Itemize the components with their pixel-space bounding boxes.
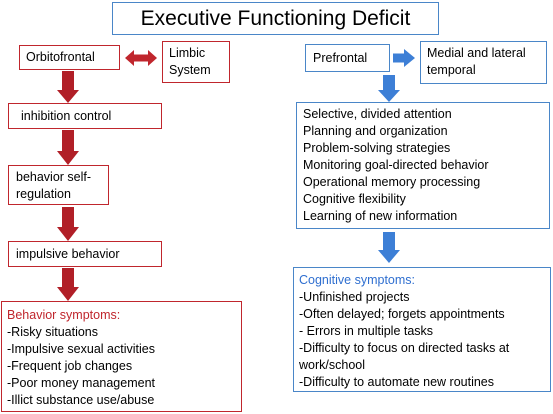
cognitive-symptom-item: -Often delayed; forgets appointments	[299, 307, 505, 321]
function-item: Problem-solving strategies	[303, 141, 451, 155]
behavior-symptoms-box: Behavior symptoms: -Risky situations -Im…	[1, 301, 242, 412]
orbitofrontal-label: Orbitofrontal	[26, 50, 95, 64]
behavior-symptom-item: -Frequent job changes	[7, 359, 133, 373]
self-regulation-line-2: regulation	[16, 187, 71, 201]
down-arrow-icon	[57, 130, 79, 165]
prefrontal-label: Prefrontal	[313, 51, 368, 65]
self-regulation-line-1: behavior self-	[16, 170, 92, 184]
behavior-symptom-item: -Impulsive sexual activities	[7, 342, 155, 356]
function-item: Cognitive flexibility	[303, 192, 406, 206]
cognitive-symptom-item: work/school	[299, 358, 365, 372]
limbic-system-box: Limbic System	[162, 41, 230, 83]
behavior-symptom-item: -Illict substance use/abuse	[7, 393, 155, 407]
cognitive-symptom-item: -Difficulty to automate new routines	[299, 375, 495, 389]
function-item: Operational memory processing	[303, 175, 481, 189]
behavior-symptom-item: -Poor money management	[7, 376, 155, 390]
inhibition-control-box: inhibition control	[8, 103, 162, 129]
down-arrow-icon	[57, 71, 79, 103]
temporal-label-line-2: temporal	[427, 63, 476, 77]
medial-lateral-temporal-box: Medial and lateral temporal	[420, 41, 547, 84]
function-item: Learning of new information	[303, 209, 458, 223]
limbic-label-line-1: Limbic	[169, 46, 206, 60]
function-item: Planning and organization	[303, 124, 448, 138]
behavior-symptom-item: -Risky situations	[7, 325, 98, 339]
double-arrow-icon	[125, 50, 157, 66]
down-arrow-icon	[57, 268, 79, 301]
behavior-self-regulation-box: behavior self- regulation	[8, 165, 109, 205]
impulsive-behavior-box: impulsive behavior	[8, 241, 162, 267]
right-arrow-icon	[393, 49, 415, 67]
cognitive-symptom-item: -Unfinished projects	[299, 290, 410, 304]
functions-box: Selective, divided attention Planning an…	[296, 102, 550, 229]
down-arrow-icon	[378, 75, 400, 102]
temporal-label-line-1: Medial and lateral	[427, 46, 526, 60]
down-arrow-icon	[57, 207, 79, 241]
diagram-title: Executive Functioning Deficit	[112, 2, 439, 35]
down-arrow-icon	[378, 232, 400, 263]
cognitive-symptom-item: -Difficulty to focus on directed tasks a…	[299, 341, 510, 355]
impulsive-behavior-label: impulsive behavior	[16, 247, 120, 261]
inhibition-control-label: inhibition control	[21, 109, 112, 123]
limbic-label-line-2: System	[169, 63, 211, 77]
cognitive-symptoms-box: Cognitive symptoms: -Unfinished projects…	[293, 267, 551, 392]
title-text: Executive Functioning Deficit	[140, 6, 411, 30]
function-item: Selective, divided attention	[303, 107, 452, 121]
cognitive-symptoms-heading: Cognitive symptoms:	[299, 273, 416, 287]
prefrontal-box: Prefrontal	[305, 44, 390, 72]
function-item: Monitoring goal-directed behavior	[303, 158, 489, 172]
behavior-symptoms-heading: Behavior symptoms:	[7, 308, 121, 322]
cognitive-symptom-item: - Errors in multiple tasks	[299, 324, 434, 338]
orbitofrontal-box: Orbitofrontal	[19, 45, 120, 70]
